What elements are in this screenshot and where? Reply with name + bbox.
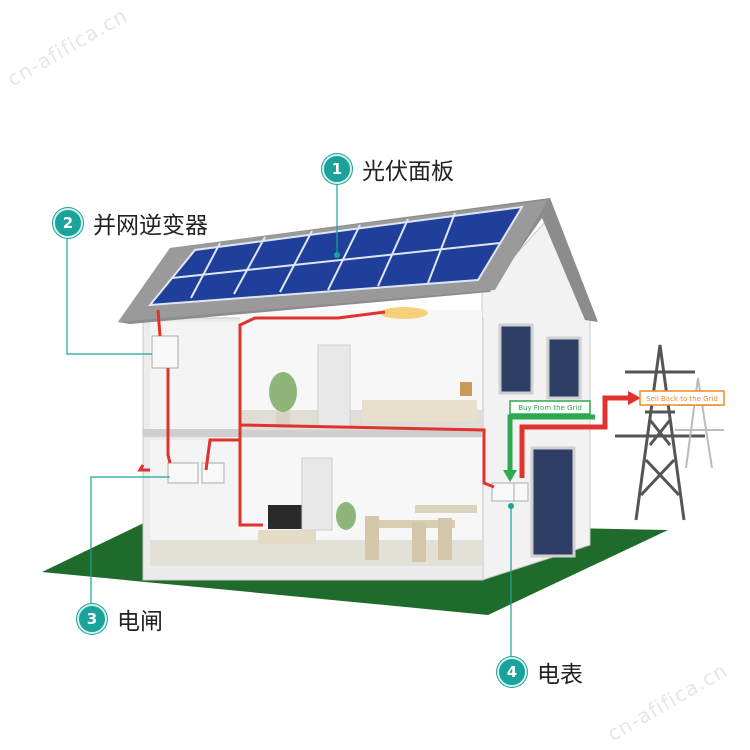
buy-from-grid-label: Buy From the Grid (518, 404, 582, 412)
breaker-box (168, 463, 198, 483)
sell-back-to-grid-label: Sell Back to the Grid (646, 395, 718, 403)
callout-label-meter: 电表 (537, 655, 583, 689)
callout-label-breaker: 电闸 (117, 602, 163, 636)
callout-badge-2: 2 (53, 208, 83, 238)
callout-breaker: 3 电闸 (77, 602, 163, 636)
callout-badge-1: 1 (322, 154, 352, 184)
callout-badge-4: 4 (497, 657, 527, 687)
plant (269, 372, 297, 412)
lower-door (302, 458, 332, 530)
leader-dot-1 (334, 252, 340, 258)
upper-door (318, 345, 350, 427)
lamp (460, 382, 472, 396)
kitchen-counter (415, 505, 477, 513)
bed (362, 400, 477, 422)
sell-back-to-grid-sign: Sell Back to the Grid (640, 391, 724, 405)
door (532, 448, 574, 556)
chair-3 (438, 518, 452, 560)
callout-label-solar-panel: 光伏面板 (362, 152, 454, 186)
leader-dot-4 (508, 503, 514, 509)
callout-inverter: 2 并网逆变器 (53, 206, 208, 240)
buy-from-grid-sign: Buy From the Grid (510, 401, 590, 414)
chair-2 (412, 522, 426, 562)
callout-meter: 4 电表 (497, 655, 583, 689)
plant-lower (336, 502, 356, 530)
callout-label-inverter: 并网逆变器 (93, 206, 208, 240)
upper-window (500, 325, 532, 393)
callout-solar-panel: 1 光伏面板 (322, 152, 454, 186)
tv (268, 505, 302, 529)
chair-1 (365, 516, 379, 560)
inverter (152, 336, 178, 368)
callout-badge-3: 3 (77, 604, 107, 634)
ceiling-light (380, 307, 428, 319)
meter-2 (514, 483, 528, 501)
upper-window-2 (548, 338, 580, 398)
meter (492, 483, 514, 501)
tv-stand (258, 530, 316, 544)
